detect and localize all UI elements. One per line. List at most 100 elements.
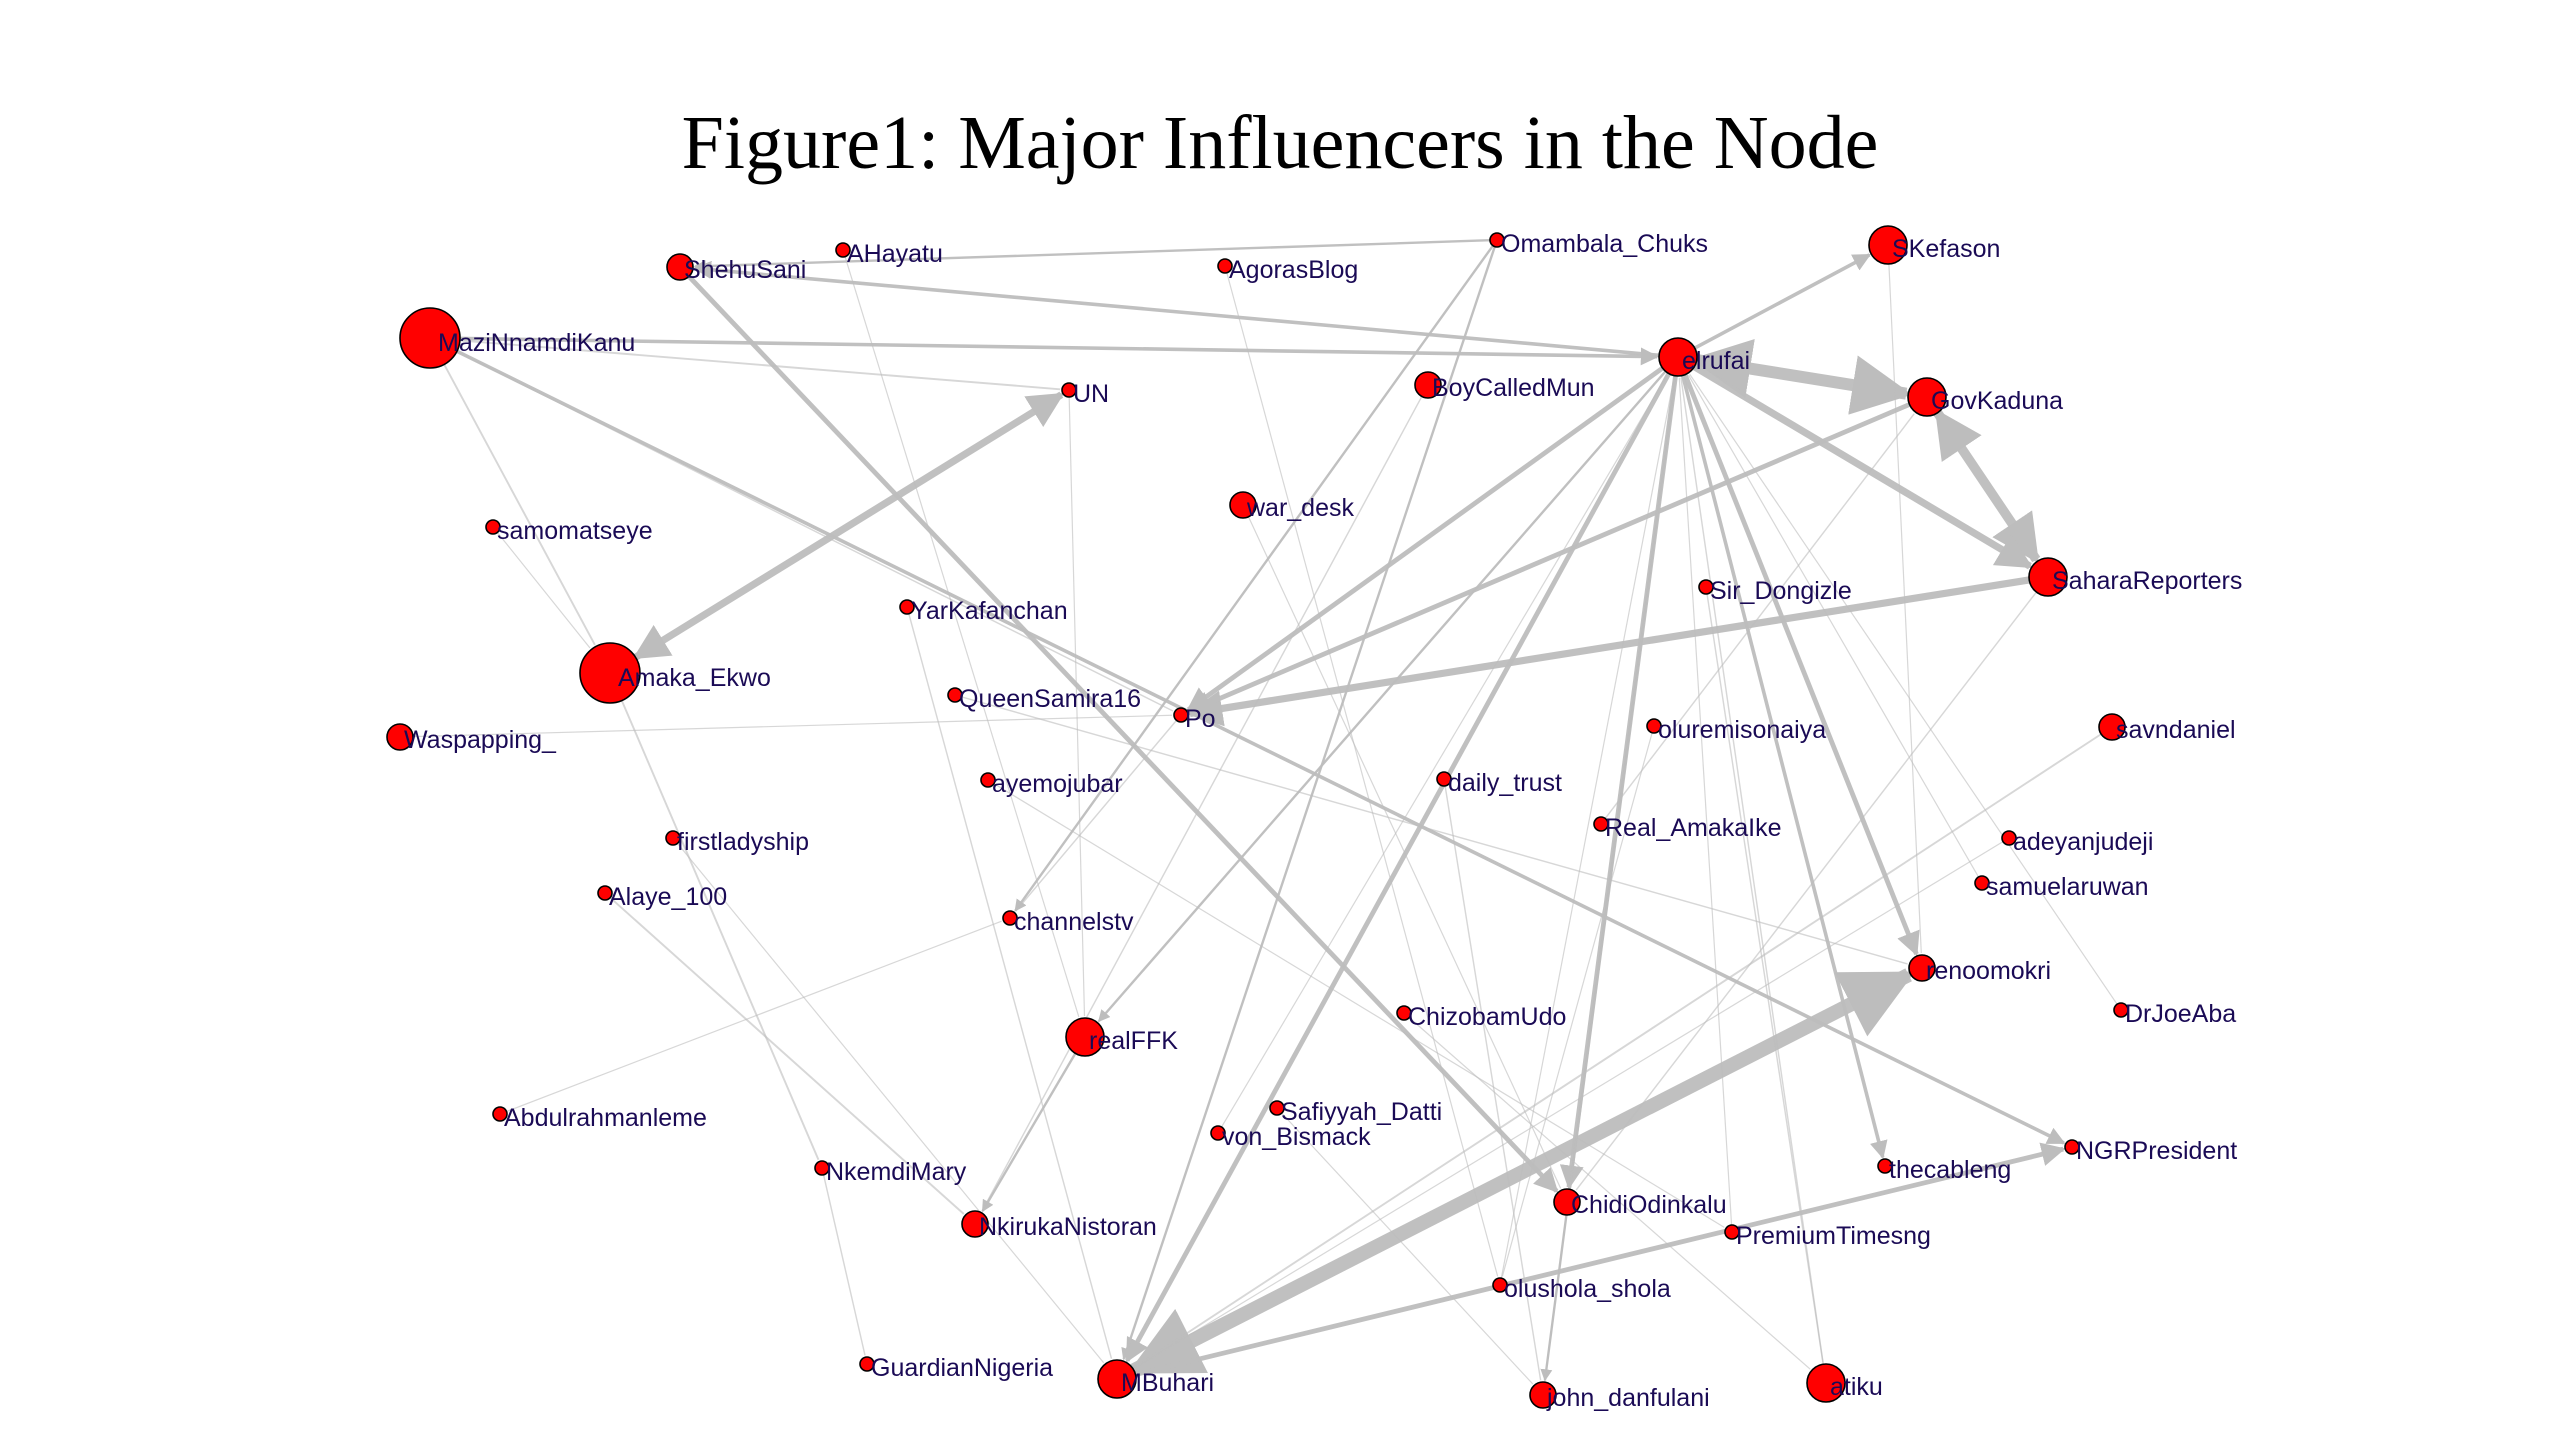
node-circle xyxy=(1724,1224,1740,1240)
edge-Amaka_Ekwo-UN xyxy=(632,391,1065,661)
node-circle xyxy=(1173,707,1189,723)
node-circle xyxy=(1658,337,1698,377)
node-label: SKefason xyxy=(1892,235,2000,263)
node-savndaniel: savndaniel xyxy=(2098,713,2236,744)
node-circle xyxy=(386,723,414,751)
node-circle xyxy=(947,687,963,703)
node-label: GovKaduna xyxy=(1931,387,2063,415)
node-Sir_Dongizle: Sir_Dongizle xyxy=(1698,577,1852,605)
node-circle xyxy=(1229,491,1257,519)
node-Po: Po xyxy=(1173,705,1216,733)
edge-ayemojubar-PremiumTimesng xyxy=(993,783,1725,1228)
node-YarKafanchan: YarKafanchan xyxy=(899,597,1068,625)
node-AgorasBlog: AgorasBlog xyxy=(1217,256,1358,284)
node-atiku: atiku xyxy=(1806,1363,1883,1403)
edge-elrufai-SKefason xyxy=(1693,253,1872,350)
edge-firstladyship-MBuhari xyxy=(676,843,1105,1364)
node-label: war_desk xyxy=(1246,494,1354,522)
node-label: Real_AmakaIke xyxy=(1605,814,1781,842)
edge-Sir_Dongizle-atiku xyxy=(1706,593,1824,1363)
node-circle xyxy=(2098,713,2126,741)
node-von_Bismack: von_Bismack xyxy=(1210,1123,1371,1151)
edge-john_danfulani-elrufai xyxy=(1543,377,1677,1383)
node-olushola_shola: olushola_shola xyxy=(1492,1275,1671,1303)
node-Safiyyah_Datti: Safiyyah_Datti xyxy=(1269,1098,1442,1126)
node-MBuhari: MBuhari xyxy=(1097,1359,1214,1399)
node-AHayatu: AHayatu xyxy=(835,240,943,268)
node-circle xyxy=(1269,1100,1285,1116)
edge-oluremisonaiya-olushola_shola xyxy=(1501,732,1653,1277)
edge-war_desk-ChidiOdinkalu xyxy=(1247,516,1562,1189)
edge-AgorasBlog-olushola_shola xyxy=(1226,272,1499,1277)
edge-elrufai-Po xyxy=(1186,366,1664,712)
node-circle xyxy=(492,1106,508,1122)
node-circle xyxy=(579,642,641,704)
figure-title: Figure1: Major Influencers in the Node xyxy=(681,101,1879,185)
node-firstladyship: firstladyship xyxy=(665,828,809,856)
edge-SaharaReporters-ChidiOdinkalu xyxy=(1575,591,2037,1191)
node-ChidiOdinkalu: ChidiOdinkalu xyxy=(1553,1188,1727,1219)
node-label: adeyanjudeji xyxy=(2013,828,2153,856)
node-circle xyxy=(597,885,613,901)
edge-QueenSamira16-renoomokri xyxy=(961,696,1908,965)
node-SKefason: SKefason xyxy=(1868,225,2000,265)
edge-Omambala_Chuks-ShehuSani xyxy=(693,239,1491,273)
node-GuardianNigeria: GuardianNigeria xyxy=(859,1354,1053,1382)
node-label: oluremisonaiya xyxy=(1658,716,1826,744)
node-circle xyxy=(1217,258,1233,274)
node-label: savndaniel xyxy=(2116,716,2236,744)
node-label: BoyCalledMun xyxy=(1432,374,1595,402)
edge-DrJoeAba-elrufai xyxy=(1689,374,2118,1005)
edge-SaharaReporters-Po xyxy=(1186,576,2030,727)
node-circle xyxy=(665,830,681,846)
node-samomatseye: samomatseye xyxy=(485,517,653,545)
node-label: Abdulrahmanleme xyxy=(504,1104,707,1132)
node-label: NGRPresident xyxy=(2076,1137,2237,1165)
node-circle xyxy=(1907,377,1947,417)
edge-ShehuSani-ChidiOdinkalu xyxy=(687,274,1559,1193)
node-label: Safiyyah_Datti xyxy=(1281,1098,1442,1126)
edge-UN-realFFK xyxy=(1068,396,1086,1017)
node-oluremisonaiya: oluremisonaiya xyxy=(1646,716,1826,744)
node-label: atiku xyxy=(1830,1373,1883,1401)
node-label: Alaye_100 xyxy=(609,883,727,911)
node-circle xyxy=(1646,718,1662,734)
node-circle xyxy=(2001,830,2017,846)
nodes-layer: MaziNnamdiKanuShehuSaniAHayatuAgorasBlog… xyxy=(386,225,2242,1412)
node-MaziNnamdiKanu: MaziNnamdiKanu xyxy=(399,307,635,369)
node-circle xyxy=(399,307,461,369)
node-NGRPresident: NGRPresident xyxy=(2064,1137,2237,1165)
node-circle xyxy=(1414,371,1442,399)
edge-YarKafanchan-MBuhari xyxy=(908,613,1113,1359)
edge-ChizobamUdo-atiku xyxy=(1408,1017,1811,1370)
node-label: channelstv xyxy=(1014,908,1134,936)
edge-PremiumTimesng-elrufai xyxy=(1678,377,1733,1226)
node-label: ChidiOdinkalu xyxy=(1571,1191,1727,1219)
node-label: Omambala_Chuks xyxy=(1501,230,1708,258)
node-circle xyxy=(980,772,996,788)
node-QueenSamira16: QueenSamira16 xyxy=(947,685,1141,713)
node-Alaye_100: Alaye_100 xyxy=(597,883,727,911)
node-label: Amaka_Ekwo xyxy=(618,664,771,692)
node-circle xyxy=(2064,1139,2080,1155)
edge-samomatseye-Amaka_Ekwo xyxy=(496,532,591,649)
node-circle xyxy=(1489,232,1505,248)
node-channelstv: channelstv xyxy=(1002,908,1134,936)
node-label: Waspapping_ xyxy=(404,726,557,754)
node-circle xyxy=(1806,1363,1846,1403)
node-label: ChizobamUdo xyxy=(1408,1003,1566,1031)
edge-samuelaruwan-elrufai xyxy=(1687,374,1980,878)
node-label: renoomokri xyxy=(1926,957,2051,985)
node-samuelaruwan: samuelaruwan xyxy=(1974,873,2149,901)
node-ayemojubar: ayemojubar xyxy=(980,770,1123,798)
node-Omambala_Chuks: Omambala_Chuks xyxy=(1489,230,1708,258)
node-circle xyxy=(1210,1125,1226,1141)
node-john_danfulani: john_danfulani xyxy=(1529,1381,1710,1412)
node-daily_trust: daily_trust xyxy=(1436,769,1562,797)
node-circle xyxy=(1553,1188,1581,1216)
edge-elrufai-ShehuSani xyxy=(693,260,1660,358)
node-war_desk: war_desk xyxy=(1229,491,1354,522)
edge-atiku-elrufai xyxy=(1680,377,1824,1365)
node-circle xyxy=(835,242,851,258)
edge-elrufai-renoomokri xyxy=(1682,373,1920,957)
